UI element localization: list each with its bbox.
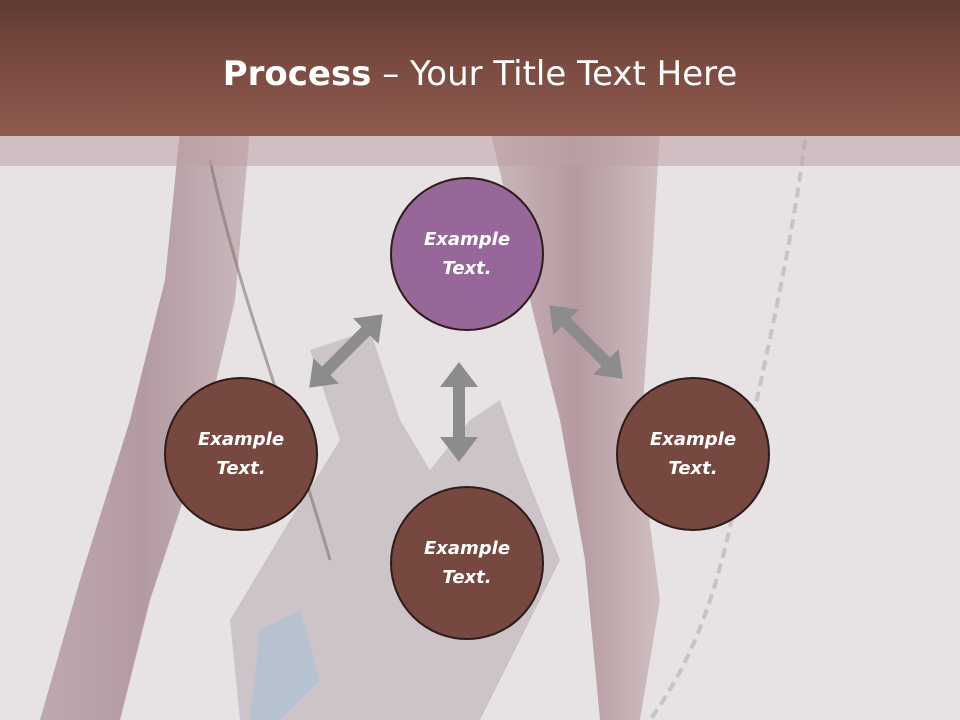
header-bar <box>0 0 960 136</box>
header-strip <box>0 136 960 166</box>
node-bottom: Example Text. <box>390 486 544 640</box>
node-right: Example Text. <box>616 377 770 531</box>
title-bold: Process <box>222 54 372 94</box>
node-bottom-label: Example Text. <box>423 538 511 588</box>
node-top-label: Example Text. <box>423 229 511 279</box>
arrow-vertical <box>440 362 478 462</box>
node-left-label: Example Text. <box>197 429 285 479</box>
slide-title: Process – Your Title Text Here <box>0 52 960 96</box>
arrow-top-right <box>549 305 623 379</box>
node-left: Example Text. <box>164 377 318 531</box>
node-top: Example Text. <box>390 177 544 331</box>
arrow-top-left <box>309 314 383 388</box>
title-rest: – Your Title Text Here <box>371 54 738 94</box>
node-right-label: Example Text. <box>649 429 737 479</box>
